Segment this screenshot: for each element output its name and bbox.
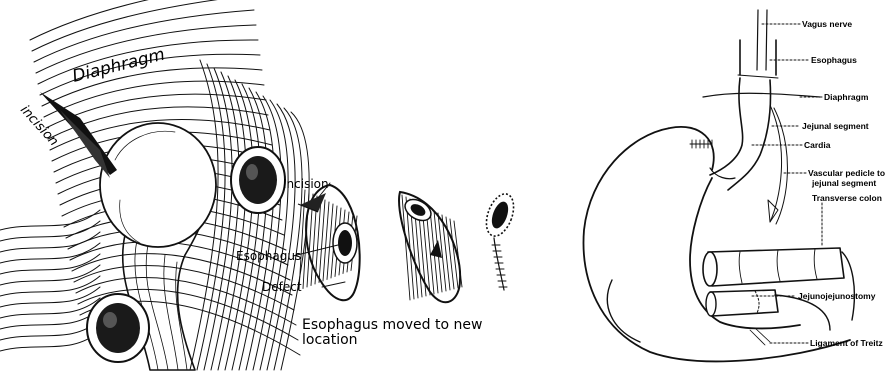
- label-vascular-pedicle-2: jejunal segment: [811, 178, 876, 188]
- esophagus-label-middle: Esophagus: [236, 249, 301, 263]
- label-jejunal-segment: Jejunal segment: [802, 121, 869, 131]
- shape-step-2: [399, 192, 462, 302]
- label-ligament-of-treitz: Ligament of Treitz: [810, 338, 883, 348]
- incision-label-left: incision: [17, 103, 61, 150]
- label-transverse-colon: Transverse colon: [812, 193, 882, 203]
- defect-label: Defect: [262, 280, 302, 294]
- label-cardia: Cardia: [804, 140, 831, 150]
- caption-line-2: location: [302, 332, 358, 348]
- shape-step-3: [481, 190, 519, 290]
- diaphragm-label: Diaphragm: [70, 45, 167, 87]
- jejunal-interposition-anatomy: Vagus nerve Esophagus Diaphragm Jejunal …: [584, 10, 886, 361]
- shape-step-1: [293, 183, 360, 300]
- incision-label-middle: Incision: [283, 177, 329, 191]
- label-vagus-nerve: Vagus nerve: [802, 19, 852, 29]
- label-vascular-pedicle-1: Vascular pedicle to: [808, 168, 885, 178]
- caption-line-1: Esophagus moved to new: [302, 317, 482, 333]
- label-diaphragm: Diaphragm: [824, 92, 869, 102]
- label-esophagus: Esophagus: [811, 55, 857, 65]
- diaphragm-hiatus-illustration: Diaphragm incision: [0, 0, 309, 370]
- label-jejunojejunostomy: Jejunojejunostomy: [798, 291, 876, 301]
